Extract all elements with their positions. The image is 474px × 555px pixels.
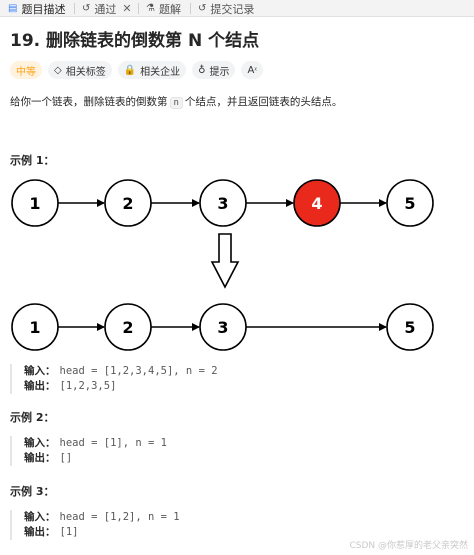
list-node: 2 bbox=[104, 179, 152, 227]
linked-list-diagram: 1 2 3 4 5 1 2 3 5 bbox=[11, 179, 434, 351]
description-text: 给你一个链表，删除链表的倒数第 bbox=[10, 96, 168, 108]
related-tags-label: 相关标签 bbox=[65, 66, 106, 78]
example-input: 输入：head = [1], n = 1 bbox=[24, 436, 167, 451]
translate-icon-sub: ᵡ bbox=[254, 66, 257, 74]
node-circle bbox=[386, 303, 434, 351]
example-input: 输入：head = [1,2], n = 1 bbox=[24, 510, 180, 525]
inline-code: n bbox=[169, 97, 183, 109]
tab-solutions[interactable]: ⚗ 题解 bbox=[146, 0, 181, 17]
output-label: 输出： bbox=[24, 526, 56, 538]
example-block: 输入：head = [1,2,3,4,5], n = 2 输出：[1,2,3,5… bbox=[10, 364, 218, 394]
node-label: 2 bbox=[122, 194, 133, 213]
down-arrow-icon bbox=[210, 233, 240, 289]
tab-divider bbox=[74, 3, 75, 14]
output-label: 输出： bbox=[24, 452, 56, 464]
lock-icon: 🔒 bbox=[123, 64, 137, 76]
node-label: 5 bbox=[404, 318, 415, 337]
input-label: 输入： bbox=[24, 511, 56, 523]
tab-label: 题目描述 bbox=[21, 2, 66, 16]
document-icon: ▤ bbox=[8, 2, 18, 14]
translate-icon: A bbox=[247, 64, 255, 76]
difficulty-badge: 中等 bbox=[10, 61, 42, 79]
example-title: 示例 2： bbox=[10, 411, 55, 424]
example-block: 输入：head = [1], n = 1 输出：[] bbox=[10, 436, 167, 466]
list-node: 5 bbox=[386, 179, 434, 227]
list-node: 3 bbox=[199, 303, 247, 351]
history-icon: ↺ bbox=[82, 2, 91, 14]
tab-label: 提交记录 bbox=[210, 2, 255, 16]
input-label: 输入： bbox=[24, 365, 56, 377]
output-value: [] bbox=[59, 452, 73, 464]
tab-label: 通过 bbox=[94, 2, 117, 16]
list-node: 2 bbox=[104, 303, 152, 351]
node-circle bbox=[11, 303, 59, 351]
list-node-removed: 4 bbox=[293, 179, 341, 227]
node-circle bbox=[104, 179, 152, 227]
node-label: 5 bbox=[404, 194, 415, 213]
hint-label: 提示 bbox=[209, 66, 230, 78]
node-circle bbox=[386, 179, 434, 227]
watermark: CSDN @你惹厚的老父亲突然 bbox=[349, 541, 468, 551]
output-label: 输出： bbox=[24, 380, 56, 392]
node-label: 1 bbox=[29, 318, 40, 337]
example-title: 示例 3： bbox=[10, 485, 55, 498]
tab-accepted[interactable]: ↺ 通过 ✕ bbox=[82, 0, 132, 17]
tab-divider bbox=[190, 3, 191, 14]
description-text: 个结点，并且返回链表的头结点。 bbox=[184, 96, 343, 108]
page-title: 19. 删除链表的倒数第 N 个结点 bbox=[10, 31, 260, 51]
tab-description[interactable]: ▤ 题目描述 bbox=[8, 0, 65, 17]
node-circle bbox=[104, 303, 152, 351]
flask-icon: ⚗ bbox=[146, 2, 155, 14]
example-output: 输出：[] bbox=[24, 451, 167, 466]
related-companies-button[interactable]: 🔒 相关企业 bbox=[117, 61, 187, 79]
list-node: 5 bbox=[386, 303, 434, 351]
list-node: 3 bbox=[199, 179, 247, 227]
list-before: 1 2 3 4 5 bbox=[11, 179, 434, 227]
output-value: [1,2,3,5] bbox=[59, 380, 117, 392]
node-label: 3 bbox=[217, 318, 228, 337]
related-tags-button[interactable]: ◇ 相关标签 bbox=[48, 61, 112, 79]
input-value: head = [1], n = 1 bbox=[59, 437, 167, 449]
example-output: 输出：[1] bbox=[24, 525, 180, 540]
output-value: [1] bbox=[59, 526, 79, 538]
list-node: 1 bbox=[11, 179, 59, 227]
node-circle bbox=[199, 303, 247, 351]
lightbulb-icon: ♁ bbox=[198, 64, 206, 76]
node-circle bbox=[293, 179, 341, 227]
list-after: 1 2 3 5 bbox=[11, 303, 434, 351]
input-label: 输入： bbox=[24, 437, 56, 449]
node-label: 3 bbox=[217, 194, 228, 213]
example-output: 输出：[1,2,3,5] bbox=[24, 379, 218, 394]
node-label: 2 bbox=[122, 318, 133, 337]
tab-submissions[interactable]: ↺ 提交记录 bbox=[198, 0, 254, 17]
node-label: 4 bbox=[311, 194, 322, 213]
tab-label: 题解 bbox=[158, 2, 181, 16]
tag-icon: ◇ bbox=[54, 64, 62, 76]
close-icon[interactable]: ✕ bbox=[122, 2, 132, 15]
node-circle bbox=[11, 179, 59, 227]
tab-bar: ▤ 题目描述 ↺ 通过 ✕ ⚗ 题解 ↺ 提交记录 bbox=[0, 0, 474, 17]
tab-divider bbox=[138, 3, 139, 14]
node-label: 1 bbox=[29, 194, 40, 213]
example-title: 示例 1： bbox=[10, 154, 55, 167]
input-value: head = [1,2], n = 1 bbox=[59, 511, 180, 523]
related-companies-label: 相关企业 bbox=[140, 66, 181, 78]
node-circle bbox=[199, 179, 247, 227]
example-block: 输入：head = [1,2], n = 1 输出：[1] bbox=[10, 510, 180, 540]
example-input: 输入：head = [1,2,3,4,5], n = 2 bbox=[24, 364, 218, 379]
input-value: head = [1,2,3,4,5], n = 2 bbox=[59, 365, 218, 377]
history-icon: ↺ bbox=[198, 2, 207, 14]
list-node: 1 bbox=[11, 303, 59, 351]
difficulty-label: 中等 bbox=[16, 66, 36, 78]
hint-button[interactable]: ♁ 提示 bbox=[192, 61, 236, 79]
